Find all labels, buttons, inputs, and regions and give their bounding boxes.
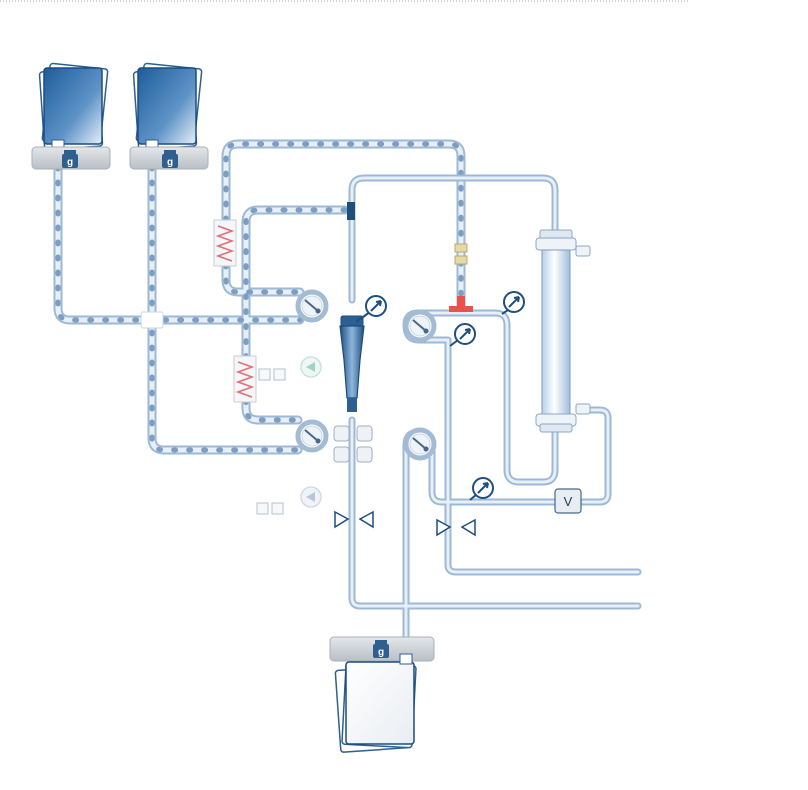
status-indicator-2 bbox=[256, 486, 322, 515]
air-detector-block bbox=[333, 425, 373, 463]
scale-glyph-2: g bbox=[167, 157, 173, 168]
heater-2 bbox=[233, 355, 257, 403]
pressure-gauge-icon bbox=[501, 291, 525, 315]
tubing bbox=[53, 139, 642, 659]
tube-effluent bbox=[402, 428, 559, 659]
pump-effluent bbox=[403, 427, 437, 461]
drip-chamber bbox=[339, 202, 365, 412]
pump-roller-icon bbox=[304, 299, 319, 312]
scale-3: g bbox=[329, 636, 435, 662]
scale-icon: g bbox=[62, 150, 78, 168]
replacement-bag-2 bbox=[132, 62, 203, 151]
drip-chamber-clamp bbox=[347, 202, 355, 220]
scale-glyph-3: g bbox=[378, 647, 384, 658]
valve-icon bbox=[334, 510, 374, 529]
tube-dialysate-return bbox=[579, 406, 612, 506]
valve-icon bbox=[436, 518, 476, 537]
heater-coil-icon bbox=[235, 361, 255, 398]
heater-1 bbox=[213, 219, 237, 267]
scale-icon: g bbox=[162, 150, 178, 168]
pump-blood bbox=[403, 309, 437, 343]
voltmeter-icon: V bbox=[554, 488, 582, 514]
voltmeter-glyph: V bbox=[564, 494, 573, 509]
tube-heater1-loop bbox=[221, 245, 305, 297]
scale-1: g bbox=[31, 146, 111, 170]
pump-post bbox=[295, 419, 329, 453]
pump-roller-icon bbox=[412, 437, 427, 450]
scale-icon: g bbox=[373, 640, 389, 658]
blood-leak-clamp bbox=[449, 296, 473, 312]
tube-junction bbox=[140, 311, 164, 329]
pressure-gauge-icon bbox=[469, 477, 494, 501]
scale-glyph-1: g bbox=[67, 157, 73, 168]
scale-2: g bbox=[129, 146, 209, 170]
replacement-bag-1 bbox=[38, 62, 109, 151]
pump-pre bbox=[295, 289, 329, 323]
heater-coil-icon bbox=[215, 225, 235, 262]
tube-heater2-line bbox=[241, 205, 350, 425]
status-indicator-1 bbox=[258, 356, 322, 381]
pressure-gauge-icon bbox=[449, 323, 476, 347]
pump-roller-icon bbox=[412, 319, 427, 332]
inline-connector bbox=[454, 243, 468, 265]
plain-tubes bbox=[348, 174, 642, 659]
hemofilter bbox=[535, 229, 591, 433]
tube-venous-down bbox=[348, 416, 642, 610]
tube-top-loop bbox=[221, 139, 466, 310]
pressure-gauge-icon bbox=[355, 295, 387, 323]
effluent-bag bbox=[334, 653, 417, 753]
tube-blood-return-top bbox=[348, 174, 559, 304]
pump-roller-icon bbox=[304, 429, 319, 442]
striped-tubes bbox=[53, 139, 466, 455]
